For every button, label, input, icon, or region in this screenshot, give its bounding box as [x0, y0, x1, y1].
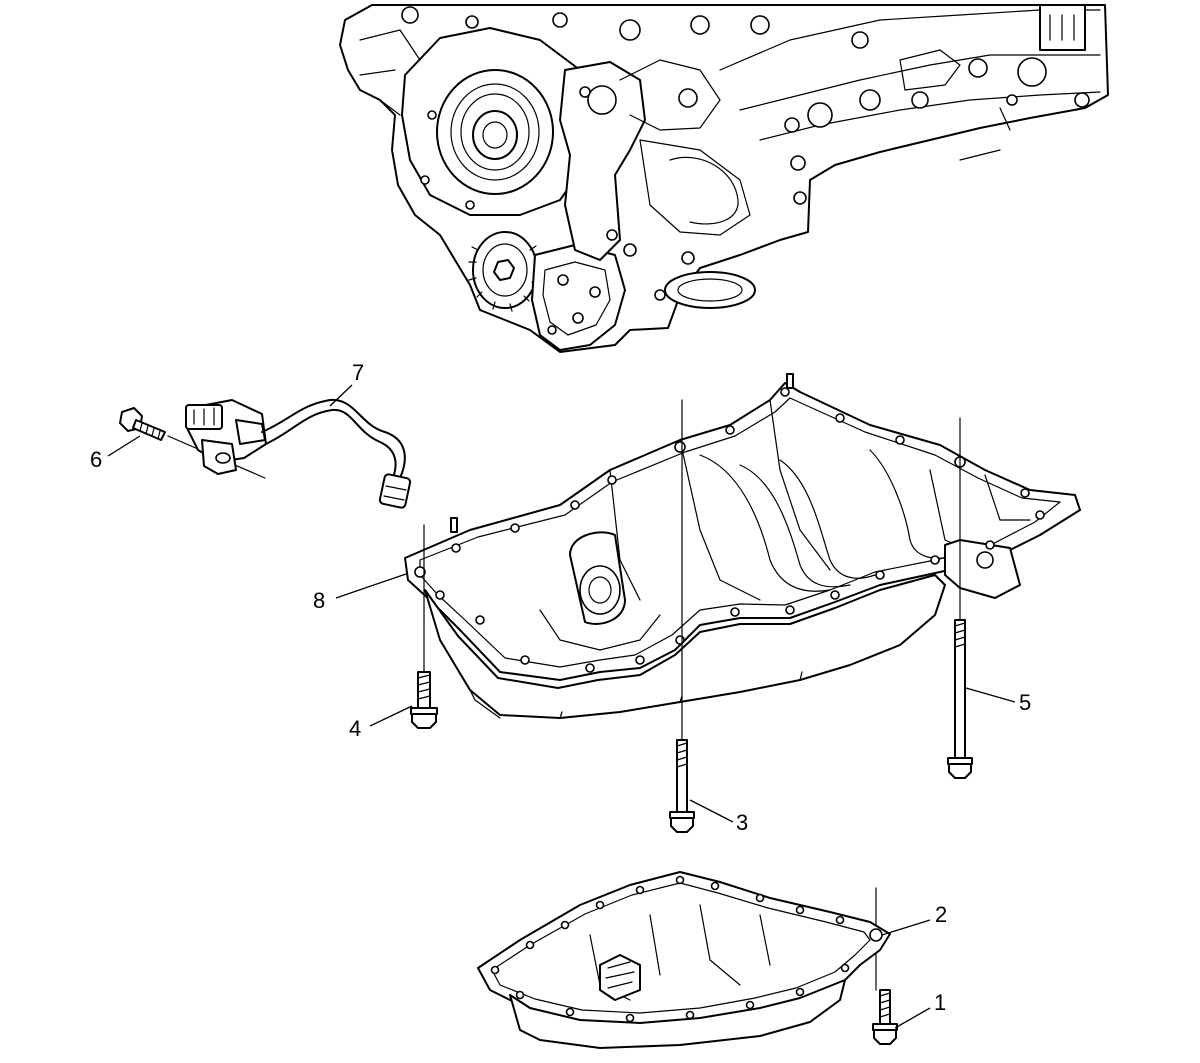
- callout-number: 1: [934, 990, 946, 1015]
- engine-block: [339, 4, 1109, 353]
- callout-5: 5: [965, 687, 1031, 715]
- sensor-bolt: [119, 407, 166, 441]
- callout-7: 7: [329, 360, 364, 407]
- callout-1: 1: [894, 990, 946, 1029]
- callout-number: 6: [90, 447, 102, 472]
- callout-number: 8: [313, 588, 325, 613]
- callout-number: 4: [349, 716, 361, 741]
- callout-number: 3: [736, 810, 748, 835]
- callout-4: 4: [349, 705, 413, 741]
- callout-6: 6: [90, 435, 141, 472]
- callout-number: 2: [935, 902, 947, 927]
- bolt-5: [947, 619, 973, 779]
- callout-number: 7: [352, 360, 364, 385]
- oil-level-sensor-harness: [119, 398, 412, 509]
- callout-3: 3: [689, 799, 748, 835]
- callout-number: 5: [1019, 690, 1031, 715]
- bolt-3: [669, 739, 695, 833]
- callout-8: 8: [313, 573, 407, 613]
- bolt-1: [872, 989, 898, 1045]
- upper-oil-pan: [404, 373, 1081, 719]
- callout-2: 2: [881, 902, 947, 936]
- bolt-4: [410, 671, 438, 729]
- lower-oil-pan: [477, 871, 891, 1049]
